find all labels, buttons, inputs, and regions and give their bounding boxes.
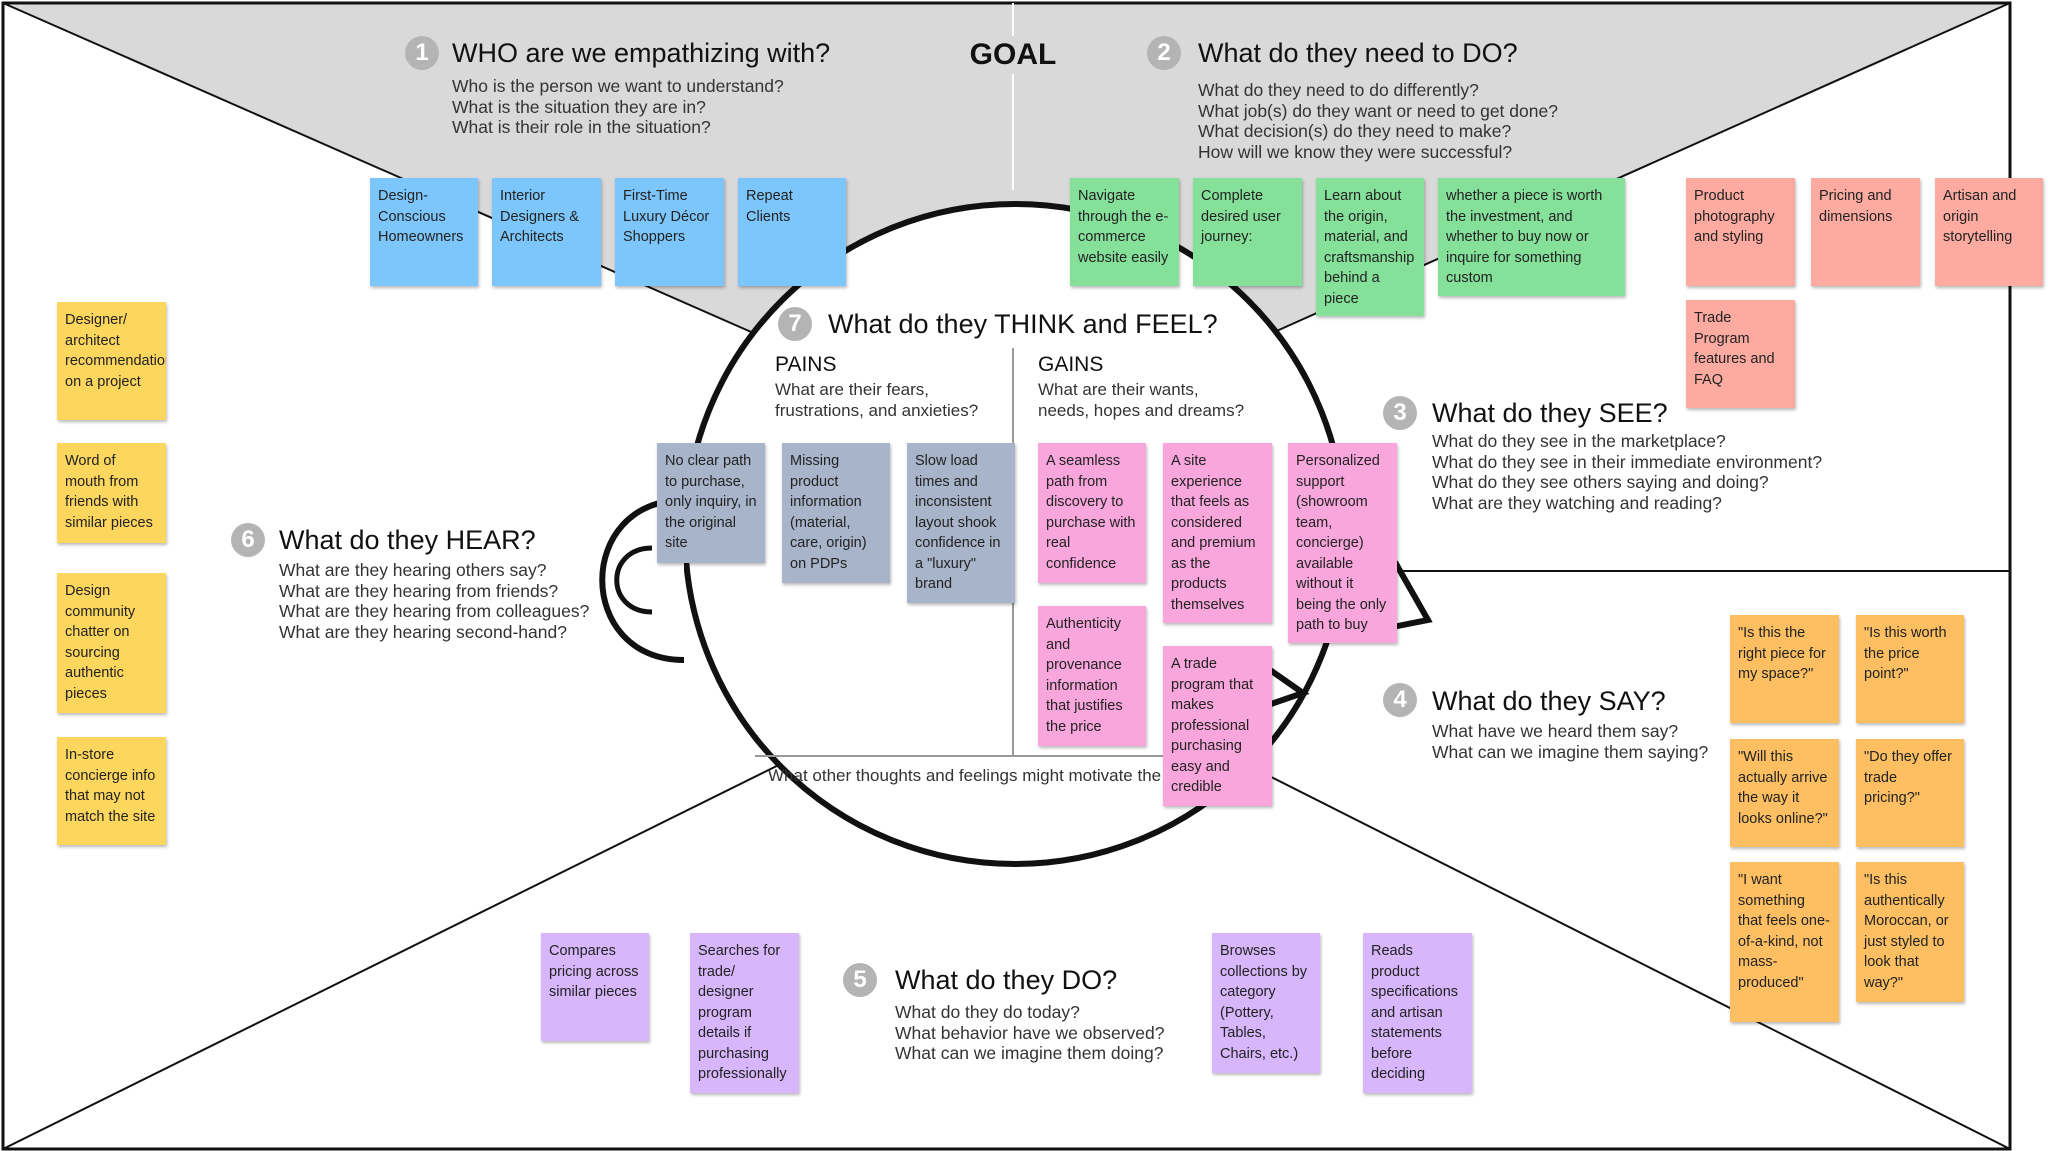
- sticky-note[interactable]: whether a piece is worth the investment,…: [1438, 178, 1625, 296]
- sticky-note[interactable]: Slow load times and inconsistent layout …: [907, 443, 1015, 603]
- sticky-note[interactable]: Artisan and origin storytelling: [1935, 178, 2043, 286]
- hear-question: What are they hearing second-hand?: [279, 621, 567, 642]
- hear-question: What are they hearing from friends?: [279, 580, 559, 601]
- do-today-question: What do they do today?: [895, 1002, 1080, 1022]
- who-questions: Who is the person we want to understand?…: [452, 76, 784, 138]
- sticky-note[interactable]: Repeat Clients: [738, 178, 846, 286]
- mouth: [1267, 667, 1310, 708]
- sticky-note[interactable]: "I want something that feels one-of-a-ki…: [1730, 862, 1839, 1022]
- sticky-note[interactable]: Missing product information (material, c…: [782, 443, 890, 583]
- sticky-note[interactable]: "Do they offer trade pricing?": [1856, 739, 1964, 847]
- sticky-note[interactable]: "Is this authentically Moroccan, or just…: [1856, 862, 1964, 1002]
- sticky-note[interactable]: "Is this worth the price point?": [1856, 615, 1964, 723]
- think-feel-number-badge: 7: [778, 307, 812, 341]
- do-today-question: What can we imagine them doing?: [895, 1043, 1164, 1063]
- who-question: What is their role in the situation?: [452, 117, 711, 137]
- sticky-note[interactable]: Word of mouth from friends with similar …: [57, 443, 166, 543]
- pains-question: frustrations, and anxieties?: [775, 400, 979, 420]
- gains-question: What are their wants,: [1038, 380, 1199, 399]
- see-question: What do they see in the marketplace?: [1432, 431, 1726, 451]
- ear-inner: [614, 545, 653, 615]
- say-questions: What have we heard them say? What can we…: [1432, 721, 1708, 762]
- sticky-note[interactable]: First-Time Luxury Décor Shoppers: [615, 178, 724, 286]
- sticky-note[interactable]: Product photography and styling: [1686, 178, 1795, 286]
- see-title: What do they SEE?: [1432, 398, 1668, 428]
- do-need-question: How will we know they were successful?: [1198, 141, 1513, 162]
- sticky-note[interactable]: A site experience that feels as consider…: [1163, 443, 1272, 623]
- say-title: What do they SAY?: [1432, 686, 1666, 716]
- other-thoughts-text: What other thoughts and feelings might m…: [768, 766, 1162, 785]
- think-feel-title: What do they THINK and FEEL?: [828, 309, 1218, 339]
- pains-label: PAINS: [775, 353, 837, 376]
- sticky-note[interactable]: Compares pricing across similar pieces: [541, 933, 649, 1041]
- do-need-question: What decision(s) do they need to make?: [1198, 121, 1512, 141]
- sticky-note[interactable]: "Is this the right piece for my space?": [1730, 615, 1839, 723]
- hear-question: What are they hearing others say?: [279, 560, 547, 580]
- say-question: What can we imagine them saying?: [1432, 741, 1709, 762]
- see-number-badge: 3: [1383, 396, 1417, 430]
- do-need-question: What do they need to do differently?: [1198, 80, 1479, 100]
- gains-question: needs, hopes and dreams?: [1038, 400, 1245, 420]
- say-number-badge: 4: [1383, 683, 1417, 717]
- see-question: What are they watching and reading?: [1432, 492, 1722, 513]
- who-question: Who is the person we want to understand?: [452, 76, 784, 96]
- gains-label: GAINS: [1038, 353, 1104, 376]
- pains-questions: What are their fears, frustrations, and …: [775, 380, 978, 421]
- sticky-note[interactable]: In-store concierge info that may not mat…: [57, 737, 166, 845]
- see-question: What do they see others saying and doing…: [1432, 472, 1769, 492]
- do-need-question: What job(s) do they want or need to get …: [1198, 100, 1558, 121]
- sticky-note[interactable]: Searches for trade/ designer program det…: [690, 933, 799, 1093]
- do-need-questions: What do they need to do differently? Wha…: [1198, 80, 1558, 162]
- who-question: What is the situation they are in?: [452, 96, 706, 117]
- say-question: What have we heard them say?: [1432, 721, 1679, 741]
- sticky-note[interactable]: Navigate through the e-commerce website …: [1070, 178, 1179, 286]
- sticky-note[interactable]: "Will this actually arrive the way it lo…: [1730, 739, 1839, 847]
- sticky-note[interactable]: Learn about the origin, material, and cr…: [1316, 178, 1424, 316]
- sticky-note[interactable]: Designer/ architect recommendations on a…: [57, 302, 166, 420]
- goal-label: GOAL: [945, 36, 1081, 74]
- hear-number-badge: 6: [231, 523, 265, 557]
- who-number-badge: 1: [405, 36, 439, 70]
- sticky-note[interactable]: Design community chatter on sourcing aut…: [57, 573, 166, 713]
- do-today-title: What do they DO?: [895, 965, 1118, 995]
- who-title: WHO are we empathizing with?: [452, 38, 831, 68]
- do-today-question: What behavior have we observed?: [895, 1022, 1165, 1043]
- do-today-questions: What do they do today? What behavior hav…: [895, 1002, 1164, 1064]
- sticky-note[interactable]: A trade program that makes professional …: [1163, 646, 1272, 806]
- do-need-title: What do they need to DO?: [1198, 38, 1518, 68]
- sticky-note[interactable]: Personalized support (showroom team, con…: [1288, 443, 1397, 643]
- sticky-note[interactable]: A seamless path from discovery to purcha…: [1038, 443, 1146, 583]
- sticky-note[interactable]: Browses collections by category (Pottery…: [1212, 933, 1320, 1073]
- gains-questions: What are their wants, needs, hopes and d…: [1038, 380, 1244, 421]
- sticky-note[interactable]: Pricing and dimensions: [1811, 178, 1920, 286]
- hear-title: What do they HEAR?: [279, 525, 536, 555]
- sticky-note[interactable]: Trade Program features and FAQ: [1686, 300, 1795, 408]
- do-need-number-badge: 2: [1147, 36, 1181, 70]
- hear-questions: What are they hearing others say? What a…: [279, 560, 589, 642]
- do-today-number-badge: 5: [843, 963, 877, 997]
- pains-question: What are their fears,: [775, 380, 930, 399]
- sticky-note[interactable]: Interior Designers & Architects: [492, 178, 601, 286]
- sticky-note[interactable]: No clear path to purchase, only inquiry,…: [657, 443, 765, 563]
- sticky-note[interactable]: Design-Conscious Homeowners: [370, 178, 478, 286]
- sticky-note[interactable]: Authenticity and provenance information …: [1038, 606, 1146, 746]
- sticky-note[interactable]: Reads product specifications and artisan…: [1363, 933, 1472, 1093]
- sticky-note[interactable]: Complete desired user journey:: [1193, 178, 1302, 286]
- see-questions: What do they see in the marketplace? Wha…: [1432, 431, 1822, 513]
- see-question: What do they see in their immediate envi…: [1432, 451, 1823, 472]
- hear-question: What are they hearing from colleagues?: [279, 601, 590, 621]
